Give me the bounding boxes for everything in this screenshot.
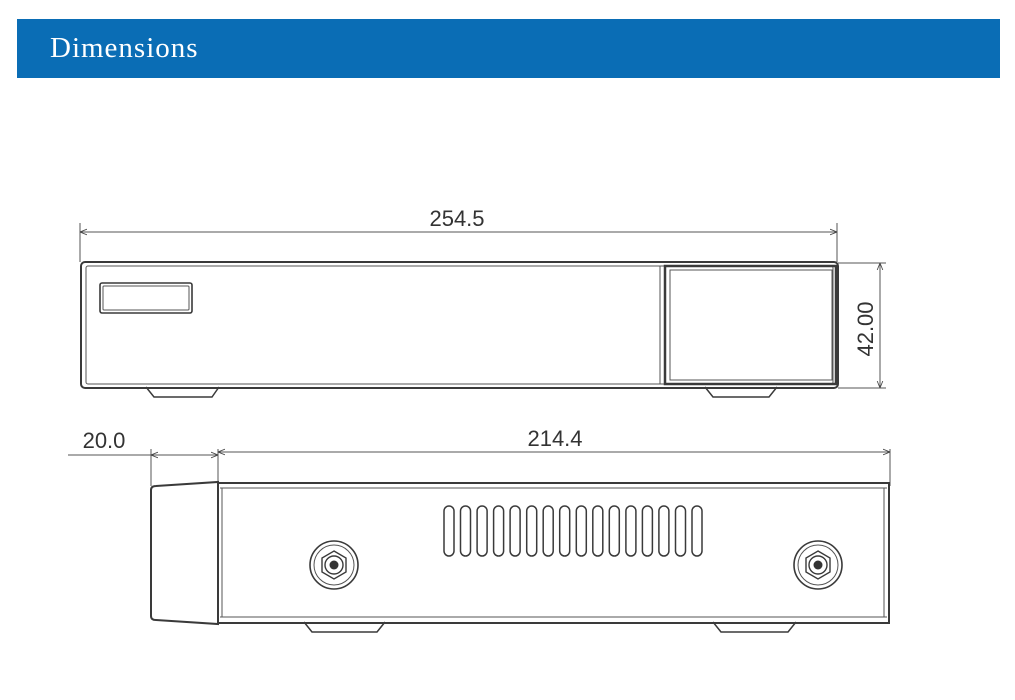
side-front-depth-dimension: 20.0 [68, 428, 219, 486]
side-front-depth-label: 20.0 [83, 428, 126, 453]
side-front-bezel [150, 480, 219, 626]
side-body-depth-label: 214.4 [527, 426, 582, 451]
vent-slot [674, 505, 687, 557]
vent-slot [641, 505, 654, 557]
vent-slot [592, 505, 604, 557]
front-right-panel [663, 264, 838, 386]
vent-slot [476, 505, 488, 557]
vent-slot [459, 505, 472, 557]
connector-left [309, 540, 359, 590]
front-display-window [99, 282, 193, 314]
vent-slot [658, 505, 670, 557]
front-height-dimension: 42.00 [838, 262, 886, 389]
side-body-outline [217, 482, 890, 624]
vent-slot [542, 505, 554, 557]
side-foot-right [712, 621, 797, 633]
front-view: 254.5 42.00 [79, 206, 886, 398]
vent-slot [509, 505, 521, 557]
vent-slot [575, 505, 588, 557]
front-height-label: 42.00 [853, 301, 878, 356]
front-foot-right [704, 386, 778, 398]
front-body-inner [85, 265, 834, 385]
vent-slot [443, 505, 455, 557]
connector-right [793, 540, 843, 590]
vent-slot [492, 505, 505, 557]
vent-slot [625, 505, 637, 557]
front-body-outline [80, 261, 839, 389]
front-width-dimension: 254.5 [79, 206, 838, 262]
front-right-panel-inner [669, 269, 833, 381]
side-body-depth-dimension: 214.4 [218, 426, 891, 486]
vent-slot [558, 505, 571, 557]
side-foot-left [303, 621, 386, 633]
vent-slot [691, 505, 703, 557]
front-width-label: 254.5 [429, 206, 484, 231]
vent-slot [525, 505, 538, 557]
header-banner: Dimensions [17, 19, 1000, 78]
side-view: 20.0 214.4 [68, 426, 891, 633]
vent-slot [608, 505, 621, 557]
front-foot-left [145, 386, 220, 398]
page-title: Dimensions [50, 32, 199, 64]
vent-slots [443, 505, 703, 557]
